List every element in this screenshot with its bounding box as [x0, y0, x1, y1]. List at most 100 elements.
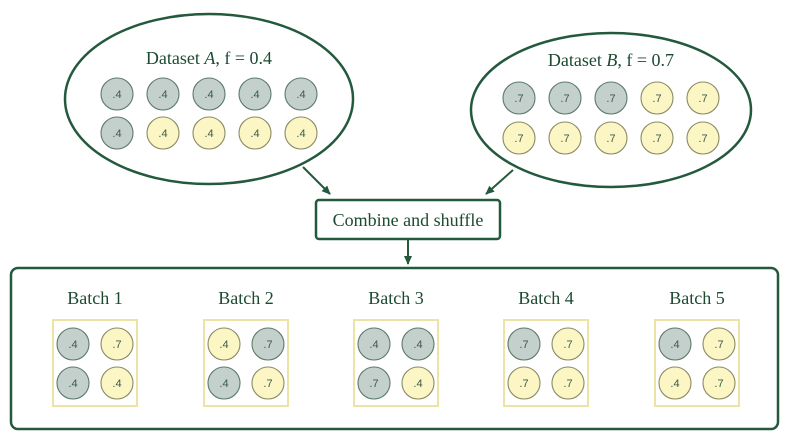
dataset-a-item: .4 [284, 116, 318, 150]
batch-1: Batch 1 .4 .7 .4 .4 [52, 288, 138, 407]
dataset-a-item-label: .4 [204, 89, 213, 101]
batch-item-circle [207, 327, 241, 361]
batch-item-label: .7 [714, 339, 723, 351]
dataset-b-item-label: .7 [560, 93, 569, 105]
dataset-b-group: Dataset B, f = 0.7 .7 .7 .7 .7 .7 .7 .7 .7 .7 .7 [469, 31, 753, 189]
dataset-a-group: Dataset A, f = 0.4 .4.4.4.4.4.4.4.4.4.4 [63, 12, 355, 186]
batch-item: .4 [357, 327, 391, 361]
dataset-b-item-circle [502, 121, 536, 155]
batch-item-circle [251, 327, 285, 361]
dataset-a-item-circle [284, 77, 318, 111]
batch-item: .7 [251, 327, 285, 361]
batch-item: .7 [251, 366, 285, 400]
dataset-b-title: Dataset B, f = 0.7 [548, 50, 674, 70]
dataset-a-item: .4 [238, 77, 272, 111]
dataset-a-item-label: .4 [112, 128, 121, 140]
dataset-b-item-label: .7 [652, 93, 661, 105]
batch-item-label: .7 [563, 378, 572, 390]
batch-item-label: .7 [112, 339, 121, 351]
dataset-a-items: .4 .4 .4 .4 .4 .4 .4 .4 .4 .4 [100, 77, 318, 150]
batch-item-circle [401, 327, 435, 361]
batch-item-circle [357, 366, 391, 400]
dataset-a-item-label: .4 [296, 89, 305, 101]
batch-item-circle [702, 327, 736, 361]
batch-item-label: .4 [670, 378, 679, 390]
batch-item-label: .4 [219, 339, 228, 351]
batch-item: .7 [100, 327, 134, 361]
dataset-b-item: .7 [502, 81, 536, 115]
batch-item: .4 [100, 366, 134, 400]
batch-item-circle [207, 366, 241, 400]
dataset-a-item-label: .4 [296, 128, 305, 140]
dataset-b-item-circle [640, 121, 674, 155]
batch-item: .7 [357, 366, 391, 400]
batch-item-circle [357, 327, 391, 361]
arrow-a-to-combine [302, 166, 331, 195]
dataset-a-item-label: .4 [204, 128, 213, 140]
batch-item: .4 [56, 327, 90, 361]
dataset-b-item-label: .7 [652, 133, 661, 145]
batch-item-circle [551, 366, 585, 400]
dataset-a-item-label: .4 [112, 89, 121, 101]
batch-2: Batch 2.4.7.4.7 [203, 288, 289, 407]
dataset-a-item: .4 [146, 77, 180, 111]
batch-item-label: .4 [413, 339, 422, 351]
dataset-b-item-circle [502, 81, 536, 115]
batch-item: .7 [702, 366, 736, 400]
dataset-b-item: .7 [594, 121, 628, 155]
dataset-b-item: .7 [502, 121, 536, 155]
batch-item: .7 [507, 366, 541, 400]
dataset-b-item-circle [548, 121, 582, 155]
dataset-b-item-label: .7 [560, 133, 569, 145]
dataset-b-item: .7 [548, 121, 582, 155]
dataset-a-item-circle [146, 116, 180, 150]
dataset-b-item-circle [548, 81, 582, 115]
batch-item-label: .4 [68, 339, 77, 351]
arrow-b-to-combine [485, 169, 514, 195]
dataset-b-item-label: .7 [514, 93, 523, 105]
dataset-b-item: .7 [640, 81, 674, 115]
dataset-b-item-label: .7 [698, 133, 707, 145]
dataset-a-item-label: .4 [250, 128, 259, 140]
batch-item: .4 [56, 366, 90, 400]
batch-item-circle [56, 366, 90, 400]
batch-item-label: .7 [263, 378, 272, 390]
dataset-a-item-circle [284, 116, 318, 150]
batch-item-circle [658, 327, 692, 361]
dataset-b-item: .7 [548, 81, 582, 115]
dataset-b-item-label: .7 [606, 93, 615, 105]
batch-item-label: .4 [670, 339, 679, 351]
dataset-a-item: .4 [284, 77, 318, 111]
batch-item: .4 [401, 327, 435, 361]
batch-item-circle [551, 327, 585, 361]
dataset-b-item-label: .7 [606, 133, 615, 145]
batch-5: Batch 5.4.7.4.7 [654, 288, 740, 407]
batch-item-circle [507, 366, 541, 400]
dataset-b-item-circle [686, 121, 720, 155]
batch-item-circle [702, 366, 736, 400]
batch-item: .4 [658, 366, 692, 400]
batch-item: .4 [658, 327, 692, 361]
batch-item-circle [658, 366, 692, 400]
batch-title: Batch 1 [67, 288, 123, 308]
dataset-a-item-label: .4 [250, 89, 259, 101]
dataset-b-item: .7 [686, 121, 720, 155]
dataset-a-item-circle [192, 116, 226, 150]
dataset-b-item: .7 [640, 121, 674, 155]
dataset-b-item-circle [594, 121, 628, 155]
dataset-b-item: .7 [594, 81, 628, 115]
batch-4: Batch 4.7.7.7.7 [503, 288, 589, 407]
batch-item-circle [100, 327, 134, 361]
batch-item: .7 [551, 327, 585, 361]
batch-item: .7 [507, 327, 541, 361]
batch-item-label: .4 [112, 378, 121, 390]
batch-title: Batch 3 [368, 288, 424, 308]
batch-item: .4 [207, 366, 241, 400]
dataset-b-item-label: .7 [698, 93, 707, 105]
batch-item: .7 [702, 327, 736, 361]
dataset-a-item: .4 [100, 116, 134, 150]
dataset-a-item: .4 [238, 116, 272, 150]
dataset-a-item: .4 [146, 116, 180, 150]
combine-box-frame [314, 198, 502, 241]
